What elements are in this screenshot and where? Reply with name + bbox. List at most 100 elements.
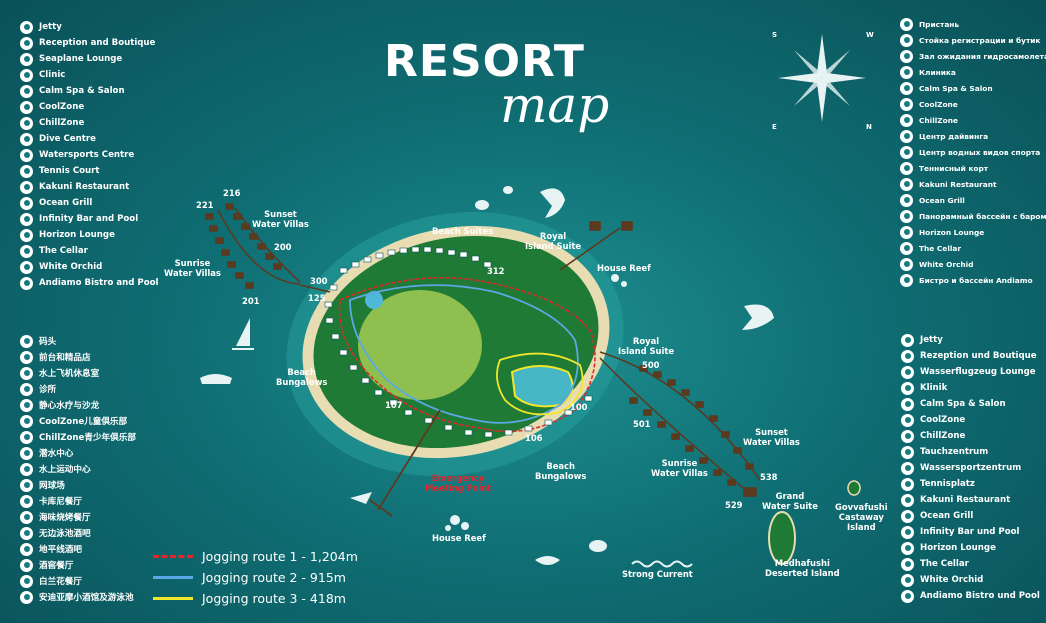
facility-icon <box>20 164 33 178</box>
legend-item: Теннисный корт <box>900 160 1046 176</box>
legend-label: Kakuni Restaurant <box>919 179 997 189</box>
legend-item: Calm Spa & Salon <box>20 83 158 99</box>
legend-label: 前台和精品店 <box>39 353 91 363</box>
legend-label: The Cellar <box>920 559 969 569</box>
facility-icon <box>901 509 914 523</box>
legend-item: Infinity Bar und Pool <box>901 524 1040 540</box>
facility-icon <box>900 161 913 175</box>
legend-label: Horizon Lounge <box>39 230 115 240</box>
legend-label: ChillZone青少年俱乐部 <box>39 433 136 443</box>
facility-icon <box>20 574 33 588</box>
legend-label: Reception and Boutique <box>39 38 156 48</box>
villa-number-216: 216 <box>223 188 241 198</box>
legend-label: Tennisplatz <box>920 479 975 489</box>
facility-icon <box>20 100 33 114</box>
legend-item: 酒窖餐厅 <box>20 557 136 573</box>
legend-item: Horizon Lounge <box>901 540 1040 556</box>
facility-icon <box>901 541 914 555</box>
legend-label: Clinic <box>39 70 66 80</box>
strong-current-waves <box>631 560 693 568</box>
legend-item: Rezeption und Boutique <box>901 348 1040 364</box>
legend-label: Calm Spa & Salon <box>920 399 1006 409</box>
route-3: Jogging route 3 - 418m <box>153 588 358 609</box>
facility-icon <box>901 477 914 491</box>
route-3-swatch <box>153 597 193 600</box>
legend-label: Wassersportzentrum <box>920 463 1022 473</box>
facility-icon <box>901 429 914 443</box>
legend-item: 安迪亚摩小酒馆及游泳池 <box>20 589 136 605</box>
legend-label: 地平线酒吧 <box>39 545 82 555</box>
legend-label: CoolZone <box>39 102 85 112</box>
facility-icon <box>900 209 913 223</box>
facility-icon <box>900 129 913 143</box>
legend-item: Ocean Grill <box>20 195 158 211</box>
legend-label: Infinity Bar and Pool <box>39 214 139 224</box>
legend-label: Wasserflugzeug Lounge <box>920 367 1036 377</box>
villa-number-221: 221 <box>196 200 214 210</box>
legend-label: Центр дайвинга <box>919 131 989 141</box>
facility-icon <box>900 65 913 79</box>
legend-label: Calm Spa & Salon <box>919 83 993 93</box>
legend-item: Зал ожидания гидросамолета <box>900 48 1046 64</box>
legend-item: CoolZone <box>901 412 1040 428</box>
facility-icon <box>20 542 33 556</box>
facility-icon <box>20 478 33 492</box>
legend-label: 安迪亚摩小酒馆及游泳池 <box>39 593 134 603</box>
route-3-label: Jogging route 3 - 418m <box>202 591 346 606</box>
facility-icon <box>20 430 33 444</box>
legend-label: Клиника <box>919 67 956 77</box>
legend-item: ChillZone <box>901 428 1040 444</box>
legend-item: 潜水中心 <box>20 445 136 461</box>
legend-item: ChillZone青少年俱乐部 <box>20 429 136 445</box>
jogging-route-1 <box>338 276 596 433</box>
facility-icon <box>20 180 33 194</box>
legend-label: CoolZone <box>919 99 958 109</box>
villa-number-125: 125 <box>308 293 326 303</box>
legend-label: Панорамный бассейн с баром <box>919 211 1046 221</box>
legend-item: 诊所 <box>20 381 136 397</box>
legend-item: Reception and Boutique <box>20 35 158 51</box>
jogging-route-2 <box>349 284 579 424</box>
legend-item: Infinity Bar and Pool <box>20 211 158 227</box>
medhafushi-island <box>768 511 796 565</box>
legend-label: CoolZone儿童俱乐部 <box>39 417 128 427</box>
legend-label: ChillZone <box>919 115 958 125</box>
jetski <box>200 374 232 384</box>
windsurfer <box>232 318 254 350</box>
facility-icon <box>900 81 913 95</box>
south-jetty <box>369 409 441 517</box>
facility-icon <box>20 494 33 508</box>
facility-icon <box>20 36 33 50</box>
facility-icon <box>20 276 33 290</box>
facility-icon <box>900 193 913 207</box>
legend-item: The Cellar <box>20 243 158 259</box>
legend-label: Kakuni Restaurant <box>920 495 1011 505</box>
legend-label: Horizon Lounge <box>920 543 996 553</box>
legend-item: Пристань <box>900 16 1046 32</box>
legend-item: Tauchzentrum <box>901 444 1040 460</box>
legend-item: 前台和精品店 <box>20 349 136 365</box>
route-2: Jogging route 2 - 915m <box>153 567 358 588</box>
legend-item: Панорамный бассейн с баром <box>900 208 1046 224</box>
legend-item: 白兰花餐厅 <box>20 573 136 589</box>
legend-item: Kakuni Restaurant <box>900 176 1046 192</box>
jetty-icon <box>20 334 33 348</box>
legend-label: The Cellar <box>919 243 962 253</box>
label-house-reef-south: House Reef <box>432 533 486 543</box>
facility-icon <box>20 84 33 98</box>
facility-icon <box>900 177 913 191</box>
legend-label: 码头 <box>39 337 57 347</box>
legend-item: Calm Spa & Salon <box>900 80 1046 96</box>
legend-item: Стойка регистрации и бутик <box>900 32 1046 48</box>
legend-label: White Orchid <box>920 575 984 585</box>
facility-icon <box>901 461 914 475</box>
legend-label: 白兰花餐厅 <box>39 577 82 587</box>
legend-item: 水上飞机休息室 <box>20 365 136 381</box>
facility-icon <box>20 398 33 412</box>
legend-label: Центр водных видов спорта <box>919 147 1041 157</box>
facility-icon <box>20 132 33 146</box>
